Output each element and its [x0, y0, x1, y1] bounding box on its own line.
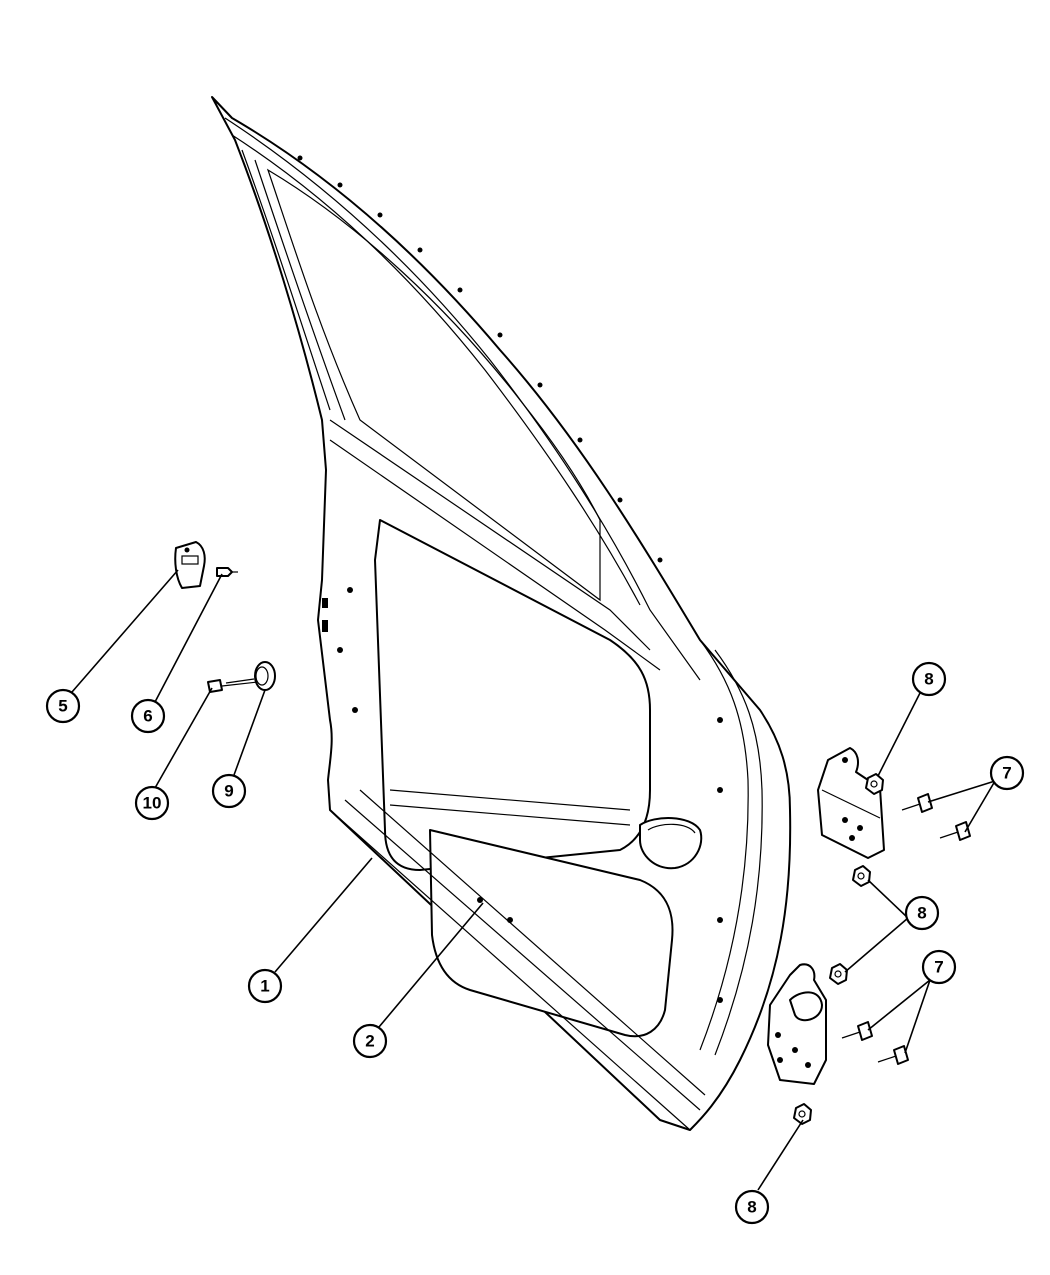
hinge-bolt-2 [939, 821, 971, 841]
callout-7-lower: 7 [921, 949, 957, 985]
callout-8-middle: 8 [904, 895, 940, 931]
svg-text:7: 7 [934, 958, 943, 977]
callout-8-bottom: 8 [734, 1189, 770, 1225]
door-shell [211, 96, 792, 1131]
nut-upper [865, 773, 884, 795]
svg-text:9: 9 [224, 782, 233, 801]
svg-text:6: 6 [143, 707, 152, 726]
upper-hinge-part [817, 747, 885, 859]
hinge-bolt-3 [841, 1021, 873, 1041]
svg-text:1: 1 [260, 977, 269, 996]
svg-text:5: 5 [58, 697, 67, 716]
striker-screw-part [216, 567, 238, 577]
bumper-part [254, 661, 276, 691]
striker-part [174, 541, 206, 589]
hinge-bolt-4 [877, 1045, 909, 1065]
svg-text:8: 8 [924, 670, 933, 689]
bolt-part [207, 678, 259, 693]
svg-text:8: 8 [917, 904, 926, 923]
callout-10: 10 [134, 785, 170, 821]
callout-9: 9 [211, 773, 247, 809]
callout-5: 5 [45, 688, 81, 724]
callout-7-upper: 7 [989, 755, 1025, 791]
callout-8-top: 8 [911, 661, 947, 697]
nut-bottom [793, 1103, 812, 1125]
callout-2: 2 [352, 1023, 388, 1059]
callout-1: 1 [247, 968, 283, 1004]
lower-hinge-part [767, 963, 827, 1085]
hinge-bolt-1 [901, 793, 933, 813]
svg-text:2: 2 [365, 1032, 374, 1051]
svg-text:7: 7 [1002, 764, 1011, 783]
leader-lines [71, 569, 996, 1191]
svg-text:10: 10 [143, 794, 162, 813]
nut-middle [852, 865, 871, 887]
callout-6: 6 [130, 698, 166, 734]
svg-text:8: 8 [747, 1198, 756, 1217]
nut-lower-hinge [829, 963, 848, 985]
